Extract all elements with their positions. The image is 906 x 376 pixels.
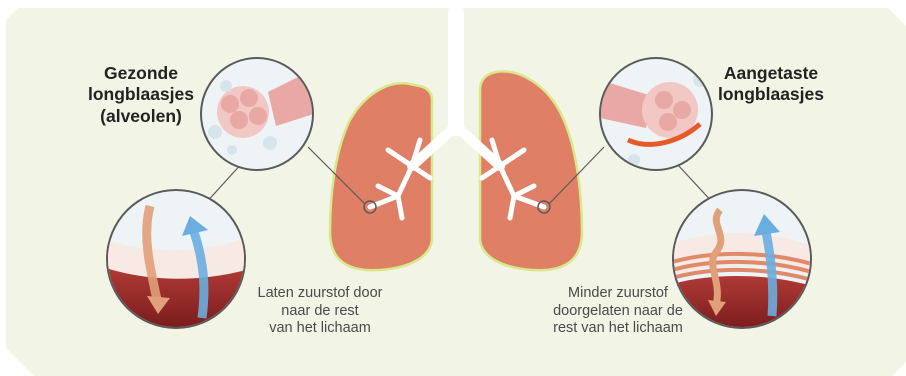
healthy-alveoli-caption: Laten zuurstof door naar de rest van het… <box>236 285 404 338</box>
affected-alveoli-caption: Minder zuurstof doorgelaten naar de rest… <box>520 285 716 338</box>
healthy-alveoli-heading: Gezonde longblaasjes (alveolen) <box>78 63 204 127</box>
affected-alveoli-circle <box>599 57 713 171</box>
affected-alveoli-heading: Aangetaste longblaasjes <box>706 63 836 106</box>
